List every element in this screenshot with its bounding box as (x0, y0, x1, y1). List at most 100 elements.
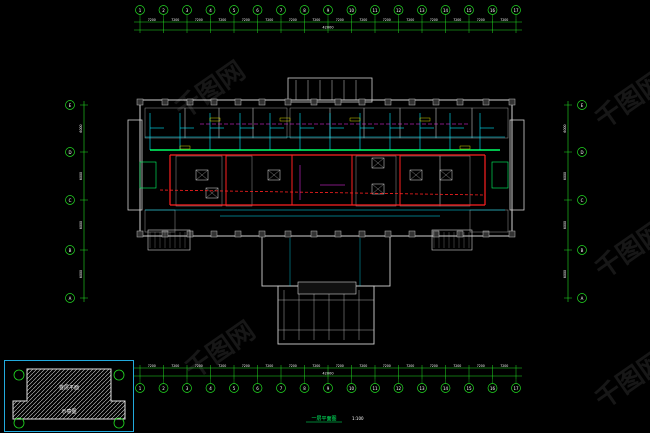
stair-left (147, 229, 191, 251)
room-partition (363, 107, 401, 139)
room-partition (439, 155, 471, 207)
equipment-x (409, 169, 423, 181)
left-axis-bubble (65, 245, 75, 255)
top-dim-text: 7200 (383, 18, 391, 22)
column-pier (456, 230, 464, 238)
annotation-box (179, 145, 191, 150)
column-pier (384, 230, 392, 238)
bottom-axis-label: 11 (372, 386, 378, 391)
top-dim-text: 7200 (289, 18, 297, 22)
equipment-box (409, 169, 423, 181)
annotation-box (419, 117, 431, 122)
column-pier (310, 98, 318, 106)
top-axis-label: 6 (256, 8, 259, 13)
room-partition (355, 155, 397, 207)
left-axis-label: E (69, 103, 72, 108)
annotation-box (279, 117, 291, 122)
column-pier (408, 230, 416, 238)
room-partition (175, 155, 223, 207)
right-axis-bubble (577, 245, 587, 255)
column-pier (358, 98, 366, 106)
entrance-hall (261, 235, 391, 287)
stair-right (431, 229, 473, 251)
equipment-x (267, 169, 281, 181)
equipment-x (205, 187, 219, 199)
bottom-dim-text: 7200 (195, 364, 203, 368)
annotation-box (459, 145, 471, 150)
top-dim-text: 7200 (359, 18, 367, 22)
plan-scale: 1:100 (352, 416, 364, 421)
column-pier (358, 230, 366, 238)
top-dim-text: 7200 (477, 18, 485, 22)
right-annex (509, 119, 525, 211)
column-pier (284, 230, 292, 238)
column-pier (136, 230, 144, 238)
top-axis-label: 12 (396, 8, 402, 13)
top-dim-text: 7200 (500, 18, 508, 22)
top-axis-label: 4 (209, 8, 212, 13)
right-axis-label: C (581, 198, 584, 203)
top-dim-text: 7200 (312, 18, 320, 22)
left-axis-bubble (65, 293, 75, 303)
left-axis-bubble (65, 100, 75, 110)
equipment-x (439, 169, 453, 181)
top-dim-text: 7200 (171, 18, 179, 22)
bottom-axis-label: 5 (233, 386, 236, 391)
building-outline (139, 99, 513, 237)
top-axis-label: 10 (349, 8, 355, 13)
right-dim-text: 6000 (563, 124, 567, 132)
top-dim-text: 7200 (453, 18, 461, 22)
bottom-dim-text: 7200 (453, 364, 461, 368)
top-dim-text: 7200 (265, 18, 273, 22)
bottom-axis-label: 13 (419, 386, 425, 391)
top-axis-label: 13 (419, 8, 425, 13)
equipment-box (371, 157, 385, 169)
bottom-axis-label: 6 (256, 386, 259, 391)
left-dim-text: 6000 (79, 172, 83, 180)
key-plan-inset: 首层平面 示意图 (4, 360, 134, 432)
bottom-dim-text: 7200 (406, 364, 414, 368)
bottom-axis-label: 3 (186, 386, 189, 391)
bottom-dim-text: 7200 (171, 364, 179, 368)
bottom-dim-text: 7200 (265, 364, 273, 368)
bottom-axis-label: 7 (280, 386, 283, 391)
roof-projection-top (287, 77, 373, 103)
room-partition (289, 107, 331, 139)
right-axis-label: E (581, 103, 584, 108)
top-axis-label: 3 (186, 8, 189, 13)
top-axis-label: 11 (372, 8, 378, 13)
column-pier (408, 98, 416, 106)
column-pier (234, 230, 242, 238)
top-axis-label: 5 (233, 8, 236, 13)
top-dim-text: 7200 (336, 18, 344, 22)
bottom-axis-label: 10 (349, 386, 355, 391)
right-axis-bubble (577, 195, 587, 205)
column-pier (482, 98, 490, 106)
bottom-dim-text: 7200 (289, 364, 297, 368)
key-plan-label: 首层平面 (59, 384, 79, 391)
bottom-dim-text: 7200 (500, 364, 508, 368)
bottom-axis-label: 1 (139, 386, 142, 391)
left-dim-text: 6000 (79, 221, 83, 229)
column-pier (186, 98, 194, 106)
equipment-box (371, 183, 385, 195)
bottom-dim-text: 7200 (359, 364, 367, 368)
plan-title: 一层平面图 (311, 416, 336, 422)
room-partition (471, 107, 509, 139)
bottom-dim-text: 7200 (312, 364, 320, 368)
top-axis-label: 16 (490, 8, 496, 13)
bottom-axis-label: 8 (303, 386, 306, 391)
top-dim-text: 7200 (406, 18, 414, 22)
bottom-axis-label: 4 (209, 386, 212, 391)
column-pier (508, 98, 516, 106)
column-pier (210, 98, 218, 106)
top-dim-text: 7200 (218, 18, 226, 22)
left-dim-text: 6000 (79, 270, 83, 278)
top-dim-text: 7200 (430, 18, 438, 22)
entrance-steps (297, 281, 357, 295)
room-partition (469, 209, 509, 233)
right-dim-text: 6000 (563, 172, 567, 180)
column-pier (310, 230, 318, 238)
bottom-dim-text: 7200 (242, 364, 250, 368)
